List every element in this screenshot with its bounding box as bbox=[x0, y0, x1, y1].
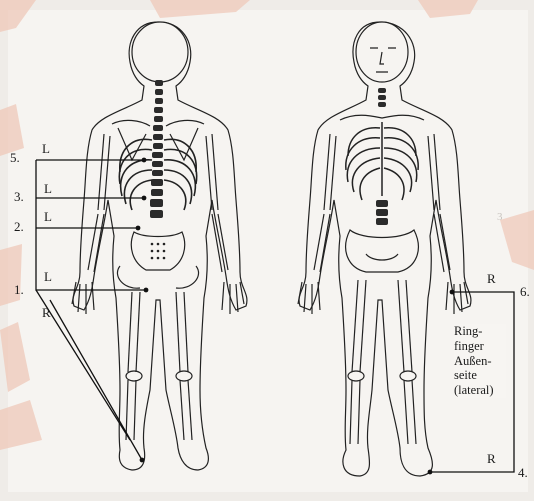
note-line-3: Außen- bbox=[454, 354, 506, 369]
note-line-4: seite bbox=[454, 368, 506, 383]
label-5-num: 5. bbox=[10, 151, 20, 164]
label-3-num: 3. bbox=[14, 190, 24, 203]
label-2-side: L bbox=[44, 210, 52, 223]
label-1-side: L bbox=[44, 270, 52, 283]
label-1-num: 1. bbox=[14, 283, 24, 296]
paper-background bbox=[8, 10, 528, 492]
faint-watermark-number: 3 bbox=[497, 212, 503, 223]
label-4-num: 4. bbox=[518, 466, 528, 479]
ring-finger-note: Ring- finger Außen- seite (lateral) bbox=[454, 324, 506, 398]
note-line-5: (lateral) bbox=[454, 383, 506, 398]
label-3-side: L bbox=[44, 182, 52, 195]
note-line-2: finger bbox=[454, 339, 506, 354]
back-foot-side: R bbox=[42, 306, 51, 319]
label-2-num: 2. bbox=[14, 220, 24, 233]
label-4-side: R bbox=[487, 452, 496, 465]
back-head bbox=[132, 22, 188, 82]
label-6-num: 6. bbox=[520, 285, 530, 298]
label-6-side: R bbox=[487, 272, 496, 285]
note-line-1: Ring- bbox=[454, 324, 506, 339]
label-5-side: L bbox=[42, 142, 50, 155]
